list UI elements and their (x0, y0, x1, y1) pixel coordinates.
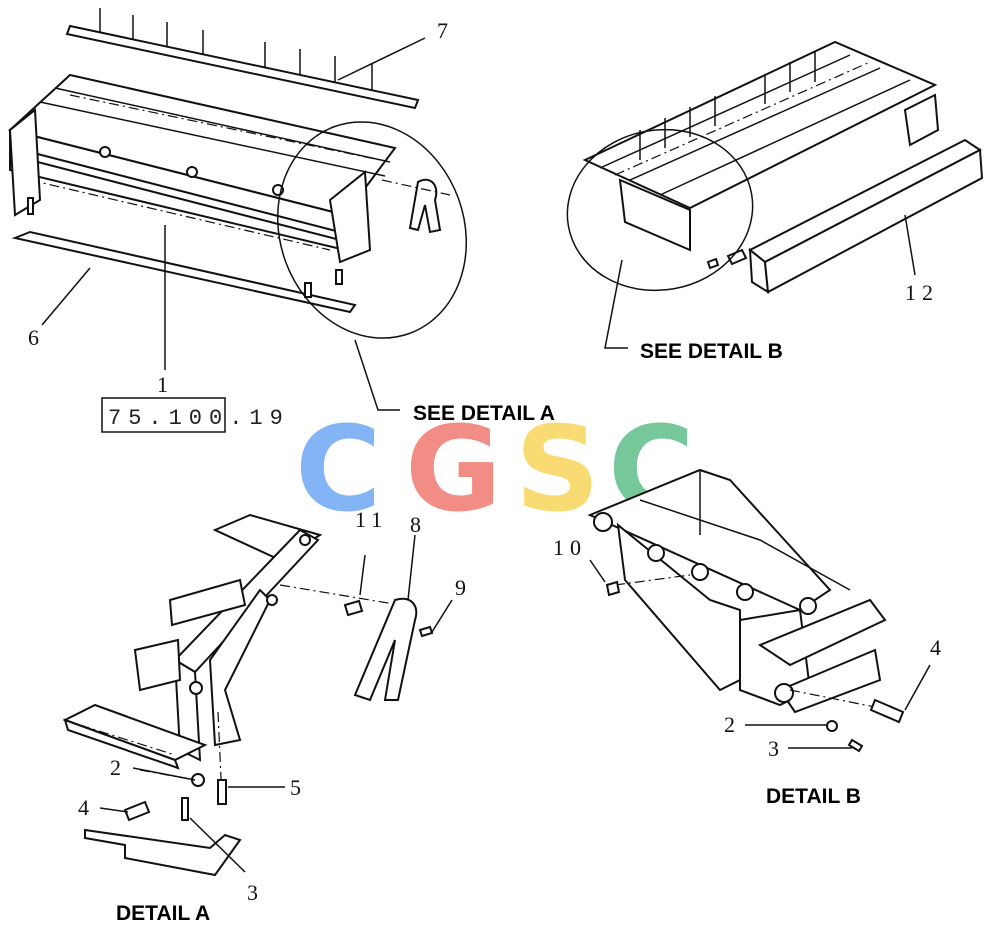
callout-2-detail-b: 2 (724, 712, 741, 737)
callout-8: 8 (410, 512, 427, 537)
callout-11: 11 (355, 507, 388, 532)
callout-2-detail-a: 2 (110, 755, 127, 780)
callout-9: 9 (455, 575, 472, 600)
detail-a-view (62, 513, 434, 877)
see-detail-b-caption: SEE DETAIL B (640, 340, 783, 363)
reference-box: 75.100.19 (101, 397, 290, 433)
detail-b-pin (869, 698, 905, 724)
detail-b-caption: DETAIL B (766, 785, 861, 808)
callout-1: 1 (157, 372, 174, 397)
detail-a-caption: DETAIL A (116, 902, 210, 925)
watermark-letter-2: G (405, 400, 502, 538)
callout-12: 12 (905, 280, 939, 305)
callout-7: 7 (437, 18, 454, 43)
leader-lines (41, 37, 931, 873)
callout-6: 6 (28, 325, 45, 350)
main-frame-assembly (7, 8, 451, 314)
callout-5: 5 (290, 775, 307, 800)
callout-10: 10 (553, 535, 587, 560)
callout-4-detail-a: 4 (78, 795, 95, 820)
watermark-letter-1: C (295, 400, 382, 538)
yoke-arm (353, 597, 418, 702)
callout-4-detail-b: 4 (930, 635, 947, 660)
watermark-letter-3: S (515, 400, 600, 538)
detail-b-marker-circle (566, 128, 754, 292)
see-detail-a-caption: SEE DETAIL A (413, 402, 555, 425)
detail-b-view (587, 468, 905, 753)
secondary-frame-assembly (582, 40, 984, 294)
detail-a-marker-circle (276, 121, 468, 339)
tine-bar (65, 8, 420, 110)
callout-3-detail-a: 3 (247, 880, 264, 905)
reference-number: 75.100.19 (108, 406, 290, 431)
bottom-plate (11, 230, 357, 314)
callout-3-detail-b: 3 (768, 736, 785, 761)
